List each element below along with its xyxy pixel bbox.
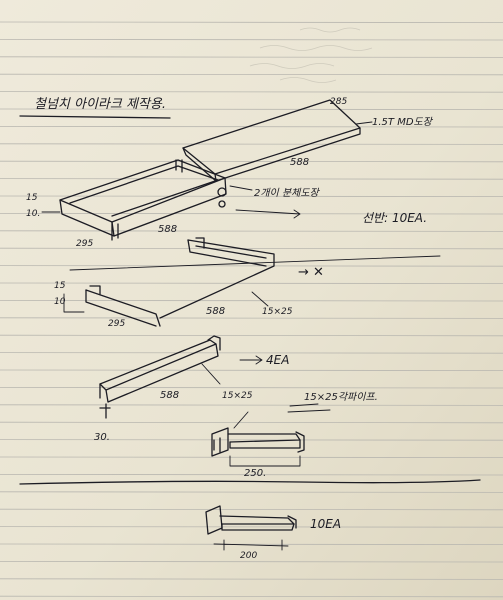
ruled-line xyxy=(0,561,503,563)
bottom-dimension-line xyxy=(213,539,289,551)
ruled-line xyxy=(0,369,503,372)
rail-pipe-label: 15×25 xyxy=(222,391,253,401)
ruled-line xyxy=(0,178,503,180)
show-through-text xyxy=(249,27,373,83)
frame-b-depth-label: 10 xyxy=(54,297,66,307)
frame-a-depth-label: 10. xyxy=(26,209,40,219)
ruled-lines xyxy=(0,21,503,598)
ruled-line xyxy=(0,526,503,528)
rail-pipe-leader xyxy=(201,363,221,385)
ruled-line xyxy=(0,126,503,128)
panel-finish-label: 1.5T MD도장 xyxy=(372,116,434,128)
ruled-line xyxy=(0,21,503,24)
ruled-line xyxy=(0,56,503,58)
rail-length-label: 588 xyxy=(160,390,179,401)
bracket-dimension-line xyxy=(229,455,301,467)
ruled-line xyxy=(0,508,503,511)
ruled-line xyxy=(0,473,503,476)
welding-leader xyxy=(229,185,253,191)
ruled-line xyxy=(0,212,503,215)
rail-drawing xyxy=(99,335,221,419)
ruled-line xyxy=(0,421,503,424)
panel-length-label: 588 xyxy=(290,157,309,168)
frame-b-length-label: 588 xyxy=(206,306,225,317)
ruled-line xyxy=(0,578,503,580)
ruled-line xyxy=(0,195,503,198)
rail-end-label: 30. xyxy=(94,432,110,443)
frame-b-height-label: 15 xyxy=(54,281,66,291)
title-underline xyxy=(19,115,171,119)
frame-a-height-label: 15 xyxy=(26,193,38,203)
ruled-line xyxy=(0,265,503,267)
frame-a-length-label: 588 xyxy=(158,224,177,235)
ruled-line xyxy=(0,73,503,76)
ruled-line xyxy=(0,491,503,493)
ruled-line xyxy=(0,543,503,545)
bottom-qty-label: 10EA xyxy=(310,517,341,531)
ruled-line xyxy=(0,386,503,389)
ruled-line xyxy=(0,334,503,337)
frame-a-drawing xyxy=(59,159,227,241)
frame-b-bracket xyxy=(63,293,85,313)
rail-qty-label: 4EA xyxy=(266,353,289,367)
ruled-line xyxy=(0,108,503,110)
panel-width-label: 285 xyxy=(330,97,347,107)
frame-a-width-label: 295 xyxy=(76,239,93,249)
stray-line xyxy=(69,255,441,271)
ruled-line xyxy=(0,404,503,406)
bracket-drawing xyxy=(211,403,331,457)
bottom-length-label: 200 xyxy=(240,551,257,561)
ruled-line xyxy=(0,230,503,232)
frame-b-drawing xyxy=(85,237,275,327)
panel-leader xyxy=(355,121,373,125)
ruled-line xyxy=(0,439,503,441)
bracket-length-label: 250. xyxy=(244,468,266,479)
ruled-line xyxy=(0,247,503,250)
ruled-line xyxy=(0,282,503,285)
frame-b-pipe-leader xyxy=(251,291,269,307)
ruled-line xyxy=(0,456,503,459)
ruled-line xyxy=(0,39,503,41)
ruled-line xyxy=(0,595,503,598)
frame-b-width-label: 295 xyxy=(108,319,125,329)
frame-b-qty-label: → ✕ xyxy=(298,265,324,280)
ruled-line xyxy=(0,352,503,354)
welding-note: 2개이 분체도장 xyxy=(254,187,321,199)
ruled-line xyxy=(0,143,503,145)
shelf-count-note: 선반: 10EA. xyxy=(362,211,427,225)
bottom-part-drawing xyxy=(205,505,297,535)
ruled-line xyxy=(0,317,503,319)
title-text: 철넘치 아이라크 제작용. xyxy=(34,97,166,112)
frame-b-pipe-label: 15×25 xyxy=(262,307,293,317)
rail-arrow xyxy=(239,355,263,365)
section-divider xyxy=(19,479,481,485)
bracket-pipe-label: 15×25각파이프. xyxy=(304,391,378,403)
frame-a-arrow xyxy=(235,209,301,219)
ruled-line xyxy=(0,299,503,302)
ruled-line xyxy=(0,91,503,93)
top-panel-drawing xyxy=(182,99,361,182)
ruled-line xyxy=(0,160,503,163)
